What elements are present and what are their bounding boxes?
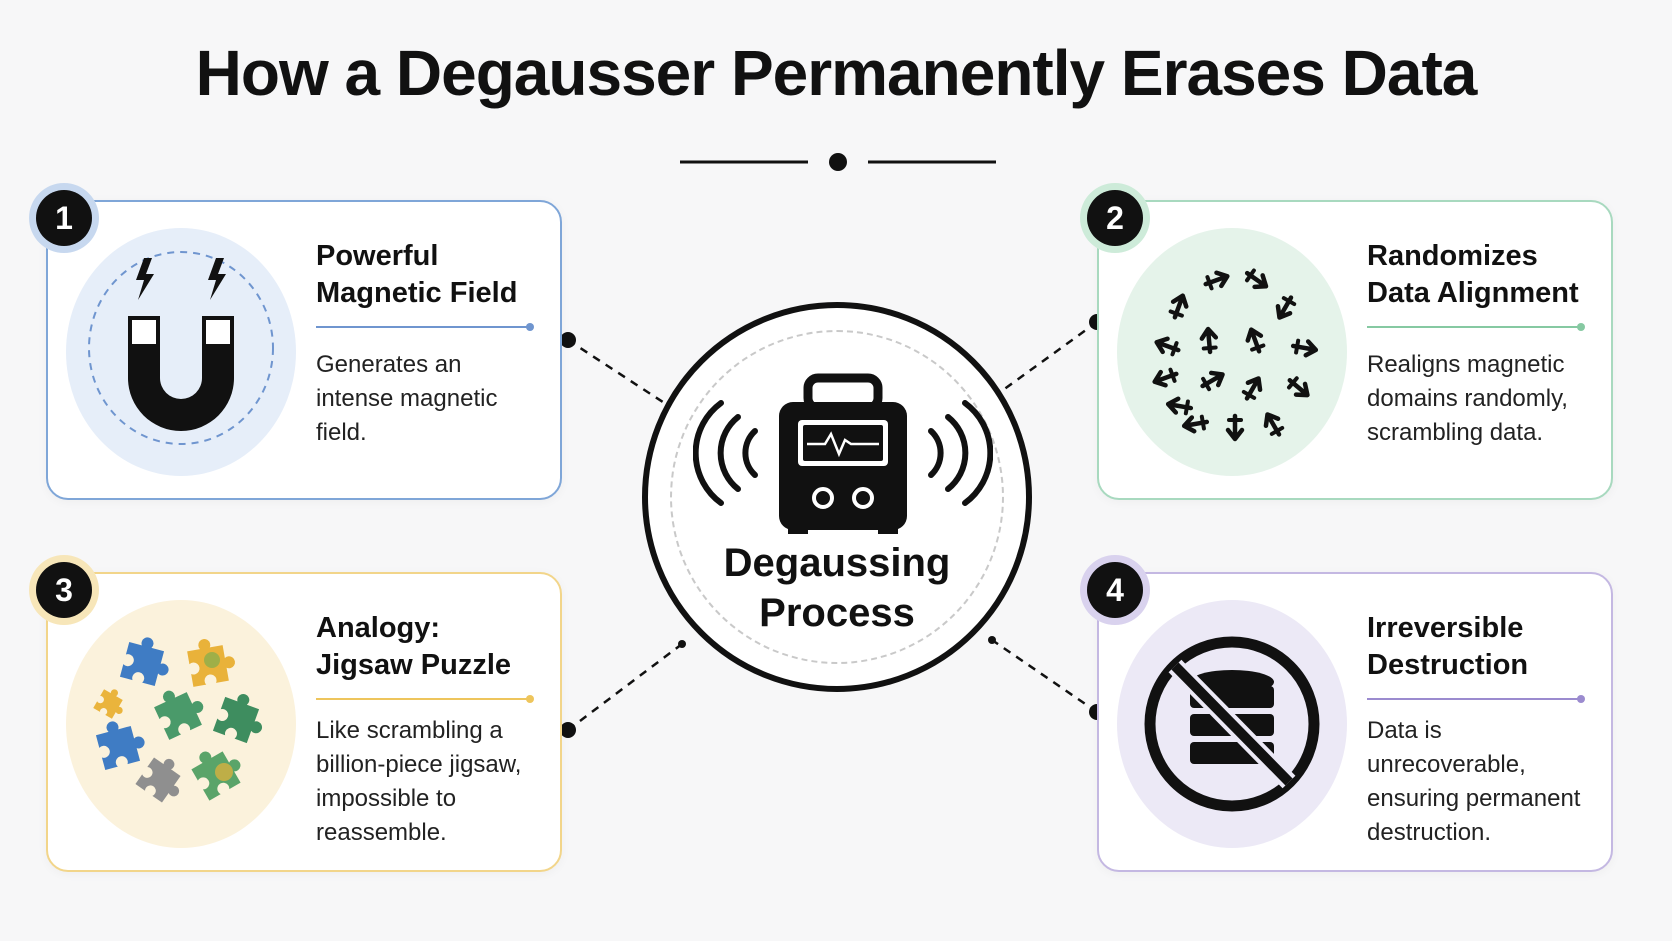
step-card-irreversible-destruction: 4 Irreversible Destruction Data is unrec…	[1087, 562, 1613, 872]
card-title-line: Jigsaw Puzzle	[316, 649, 512, 681]
no-database-icon	[1144, 636, 1320, 812]
desc-line: ensuring permanent	[1367, 785, 1581, 812]
card-title-line: Analogy:	[316, 612, 441, 644]
hub-label-line2: Process	[759, 591, 915, 635]
card-title-line: Magnetic Field	[316, 277, 518, 309]
card-title: Randomizes Data Alignment	[1367, 238, 1607, 312]
card-description: Like scrambling a billion-piece jigsaw, …	[316, 714, 556, 850]
card-title-rule	[316, 323, 534, 331]
card-title: Powerful Magnetic Field	[316, 238, 556, 312]
horseshoe-magnet-icon	[88, 251, 274, 445]
step-number-badge: 3	[36, 562, 92, 618]
desc-line: scrambling data.	[1367, 419, 1544, 446]
card-title-line: Randomizes	[1367, 240, 1538, 272]
card-title-rule	[316, 695, 534, 703]
card-title-line: Irreversible	[1367, 612, 1524, 644]
arrows-icon-backdrop	[1117, 228, 1347, 476]
step-card-randomizes-alignment: 2	[1087, 190, 1613, 500]
hub-dashed-ring	[670, 330, 1004, 664]
desc-line: billion-piece jigsaw,	[316, 751, 522, 778]
desc-line: Data is unrecoverable,	[1367, 717, 1526, 778]
card-description: Generates an intense magnetic field.	[316, 348, 556, 450]
page-title: How a Degausser Permanently Erases Data	[195, 37, 1478, 109]
desc-line: Generates an	[316, 351, 462, 378]
puzzle-icon-backdrop	[66, 600, 296, 848]
card-title: Analogy: Jigsaw Puzzle	[316, 610, 556, 684]
card-description: Data is unrecoverable, ensuring permanen…	[1367, 714, 1607, 850]
step-number-badge: 2	[1087, 190, 1143, 246]
hub-label: Degaussing Process	[648, 538, 1026, 638]
title-divider	[680, 153, 996, 171]
scattered-arrows-icon	[1117, 228, 1347, 476]
card-title: Irreversible Destruction	[1367, 610, 1607, 684]
desc-line: Realigns magnetic	[1367, 351, 1565, 378]
step-number-badge: 1	[36, 190, 92, 246]
desc-line: destruction.	[1367, 819, 1492, 846]
card-title-rule	[1367, 695, 1585, 703]
degaussing-process-hub: Degaussing Process	[642, 302, 1032, 692]
card-title-line: Data Alignment	[1367, 277, 1579, 309]
puzzle-pieces-icon	[93, 632, 272, 808]
desc-line: Like scrambling a	[316, 717, 503, 744]
step-number-badge: 4	[1087, 562, 1143, 618]
magnet-icon-backdrop	[66, 228, 296, 476]
hub-label-line1: Degaussing	[723, 541, 951, 585]
desc-line: reassemble.	[316, 819, 447, 846]
degausser-device-icon	[693, 373, 993, 534]
desc-line: domains randomly,	[1367, 385, 1568, 412]
step-card-magnetic-field: 1 Powerful Magnetic Field Generates an i…	[36, 190, 562, 500]
desc-line: intense magnetic	[316, 385, 498, 412]
card-title-rule	[1367, 323, 1585, 331]
card-title-line: Destruction	[1367, 649, 1529, 681]
desc-line: field.	[316, 419, 367, 446]
card-title-line: Powerful	[316, 240, 439, 272]
card-description: Realigns magnetic domains randomly, scra…	[1367, 348, 1607, 450]
no-database-icon-backdrop	[1117, 600, 1347, 848]
desc-line: impossible to	[316, 785, 457, 812]
step-card-jigsaw-analogy: 3 Analogy: Jigsaw Puzzle	[36, 562, 562, 872]
